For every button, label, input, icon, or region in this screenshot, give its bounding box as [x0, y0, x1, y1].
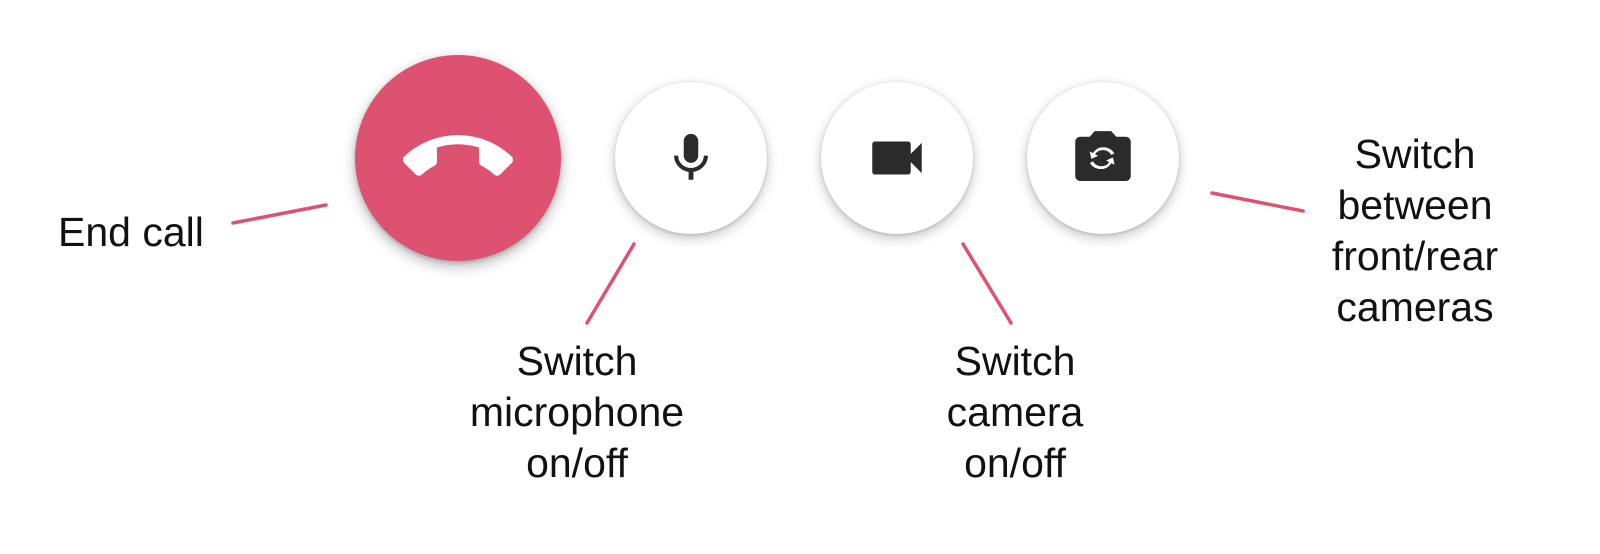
camera-toggle-button[interactable] [821, 82, 973, 234]
label-line: Switch [1354, 131, 1476, 177]
label-line: cameras [1336, 284, 1494, 330]
connector-switch-camera [1210, 191, 1305, 213]
label-line: on/off [526, 440, 628, 486]
switch-camera-label: Switch between front/rear cameras [1305, 129, 1525, 333]
microphone-label: Switch microphone on/off [447, 336, 707, 489]
phone-hangup-icon [403, 135, 513, 176]
label-line: Switch [954, 338, 1076, 384]
microphone-icon [674, 133, 708, 180]
label-line: microphone [469, 389, 685, 435]
end-call-label: End call [58, 207, 204, 258]
label-line: End call [58, 209, 204, 255]
switch-camera-button[interactable] [1027, 82, 1179, 234]
label-line: front/rear [1331, 233, 1499, 279]
label-line: between [1337, 182, 1493, 228]
camera-flip-icon [1075, 131, 1131, 181]
label-line: on/off [964, 440, 1066, 486]
connector-camera [961, 242, 1013, 325]
camera-label: Switch camera on/off [910, 336, 1120, 489]
videocam-icon [872, 141, 922, 175]
connector-end-call [231, 203, 328, 225]
label-line: Switch [516, 338, 638, 384]
connector-microphone [585, 242, 636, 325]
microphone-toggle-button[interactable] [615, 82, 767, 234]
label-line: camera [946, 389, 1084, 435]
end-call-button[interactable] [355, 55, 561, 261]
